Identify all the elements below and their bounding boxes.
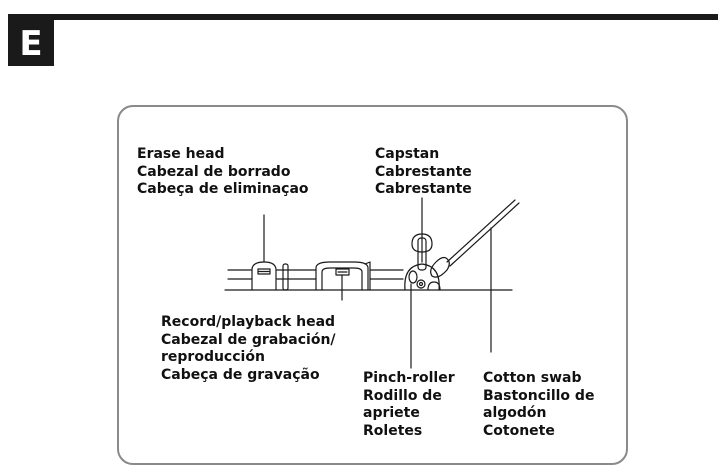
- cotton-swab-label-es-2: algodón: [483, 405, 547, 422]
- record-head-label-pt: Cabeça de gravação: [161, 366, 320, 383]
- header-rule: [8, 14, 718, 20]
- cotton-swab-label-en: Cotton swab: [483, 370, 582, 386]
- capstan-label-es: Cabrestante: [375, 163, 472, 180]
- cotton-swab-label-pt: Cotonete: [483, 422, 555, 439]
- record-head-label-es: Cabezal de grabación/: [161, 331, 336, 348]
- pinch-roller-label: Pinch-roller Rodillo de apriete Roletes: [363, 370, 455, 440]
- erase-head-label: Erase head Cabezal de borrado Cabeça de …: [137, 146, 309, 199]
- erase-head-label-es: Cabezal de borrado: [137, 163, 291, 180]
- erase-head-label-pt: Cabeça de eliminaçao: [137, 181, 309, 198]
- section-badge: E: [8, 20, 54, 66]
- capstan-label: Capstan Cabrestante Cabrestante: [375, 146, 472, 199]
- capstan-label-en: Capstan: [375, 146, 440, 162]
- illustration-frame: [117, 105, 628, 465]
- pinch-roller-label-pt: Roletes: [363, 422, 423, 439]
- pinch-roller-label-es-2: apriete: [363, 405, 420, 422]
- pinch-roller-label-en: Pinch-roller: [363, 370, 455, 386]
- record-head-label: Record/playback head Cabezal de grabació…: [161, 314, 336, 384]
- pinch-roller-icon: [404, 263, 441, 291]
- erase-head-label-en: Erase head: [137, 146, 225, 162]
- erase-head-icon: [251, 261, 277, 291]
- tape-guide-post-icon: [282, 263, 289, 291]
- pinch-roller-label-es: Rodillo de: [363, 387, 442, 404]
- cotton-swab-icon: [430, 199, 520, 278]
- record-head-label-es-2: reproducción: [161, 349, 265, 366]
- cotton-swab-label-es: Bastoncillo de: [483, 387, 595, 404]
- record-playback-head-icon: [315, 261, 371, 291]
- capstan-label-pt: Cabrestante: [375, 181, 472, 198]
- record-head-label-en: Record/playback head: [161, 314, 336, 330]
- cotton-swab-label: Cotton swab Bastoncillo de algodón Coton…: [483, 370, 594, 440]
